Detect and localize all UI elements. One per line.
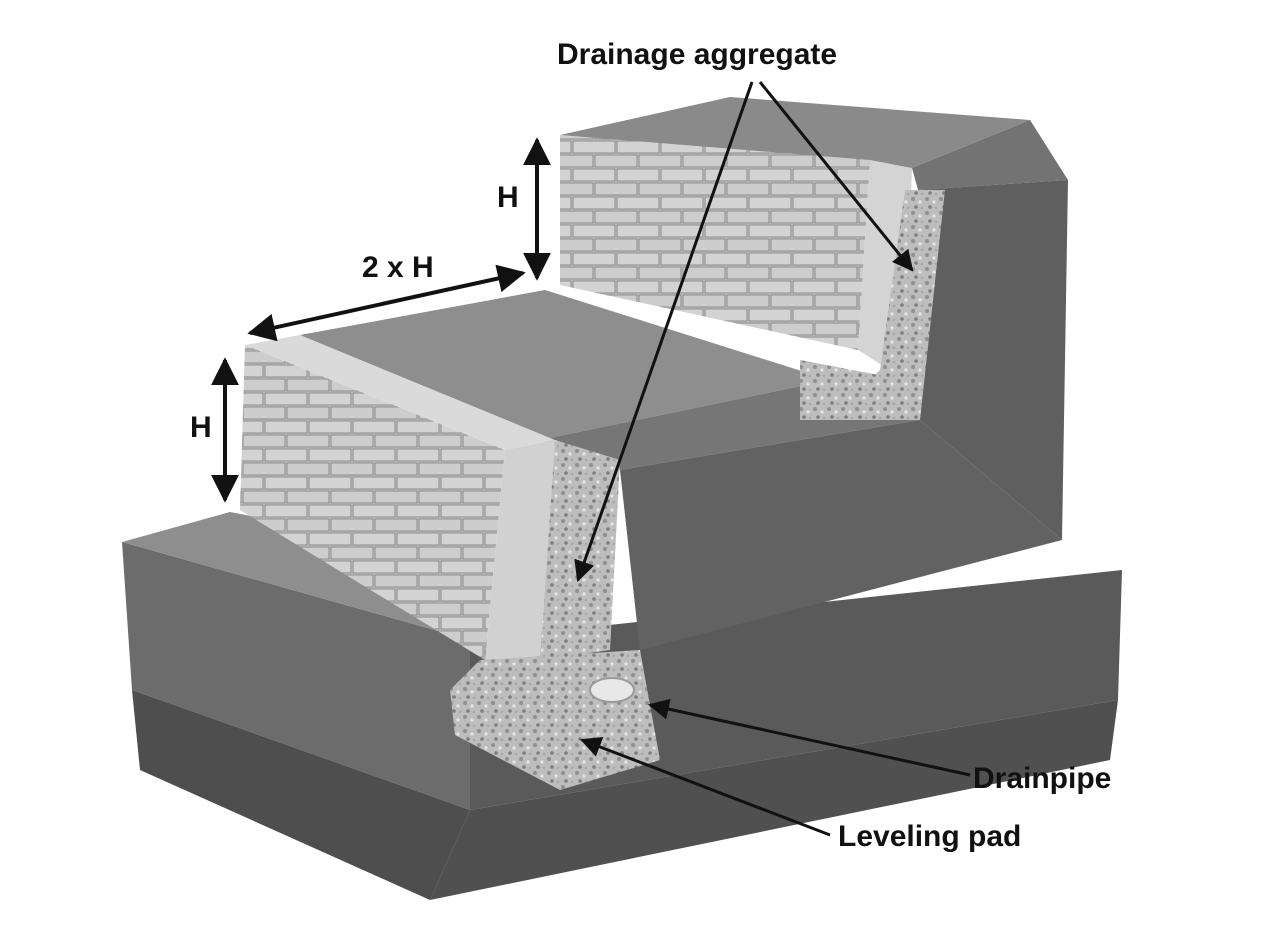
drainpipe [589,677,635,703]
label-drainage-aggregate: Drainage aggregate [557,38,837,71]
label-setback: 2 x H [362,251,434,284]
aggregate-leader-upper [758,81,914,272]
upper-wall [560,135,945,420]
label-height-lower: H [190,411,212,444]
aggregate-leader-lower [574,81,754,582]
label-drainpipe: Drainpipe [973,762,1111,795]
label-leveling-pad: Leveling pad [838,820,1021,853]
setback-arrow [247,264,526,342]
lower-wall [240,335,620,660]
base-soil-slab [122,512,1122,900]
leveling-pad-leader [580,736,831,837]
drainpipe-leader [647,698,971,777]
label-height-upper: H [497,181,519,214]
